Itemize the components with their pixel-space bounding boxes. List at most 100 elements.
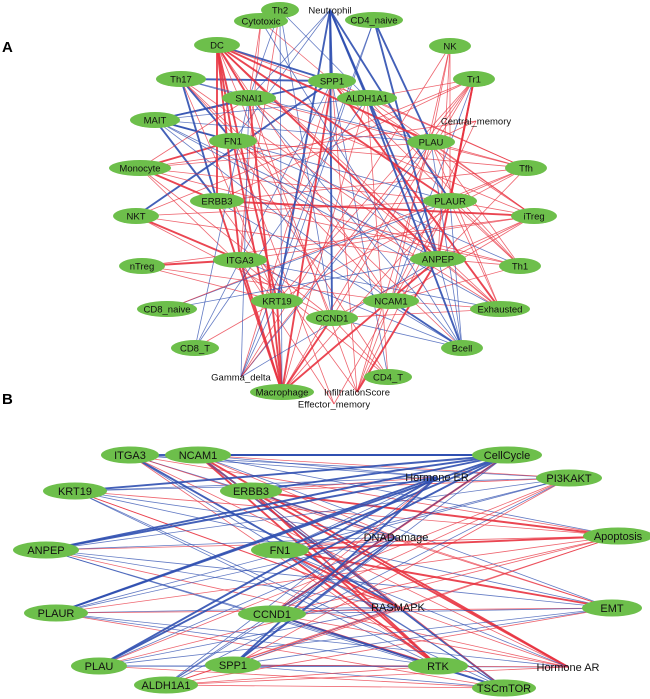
node-erbb3: ERBB3 <box>190 193 244 209</box>
edge-b-fn1-hormone-ar <box>279 549 569 668</box>
node-label: PLAU <box>85 661 114 673</box>
edge-b-itga3-apoptosis <box>129 454 619 537</box>
node-label: KRT19 <box>262 296 291 307</box>
node-ellipse <box>499 258 541 274</box>
edge-a-aldh1a1-mait <box>154 97 368 121</box>
edge-a-plau-mait <box>154 119 432 143</box>
edge-b-erbb3-cellcycle <box>250 454 508 492</box>
node-tscmtor: TSCmTOR <box>472 679 536 697</box>
node-ellipse <box>156 71 206 87</box>
node-label: ANPEP <box>422 254 454 265</box>
node-tr1: Tr1 <box>453 71 495 87</box>
edge-a-plau-gamma-delta <box>240 141 432 378</box>
node-label: SPP1 <box>320 76 344 87</box>
node-label: ALDH1A1 <box>142 680 191 692</box>
edge-a-plau-macrophage <box>281 141 432 393</box>
edge-a-snai1-cytotoxic <box>248 20 262 99</box>
node-itreg: iTreg <box>511 208 557 224</box>
node-label: KRT19 <box>58 486 92 498</box>
edge-b-erbb3-hormone-er <box>250 476 438 492</box>
node-ellipse <box>130 112 180 128</box>
edge-b-aldh1a1-pi3kakt <box>165 477 570 686</box>
node-macrophage: Macrophage <box>250 384 314 400</box>
node-label: NK <box>443 41 457 52</box>
node-effector-memory: Effector_memory <box>298 399 370 410</box>
edge-a-tfh-cd8-naive <box>166 167 527 310</box>
node-ellipse <box>536 469 602 487</box>
node-cd8-naive: CD8_naive <box>137 301 197 317</box>
node-label: NCAM1 <box>374 296 407 307</box>
edge-a-aldh1a1-itreg <box>366 97 535 217</box>
edge-a-plaur-exhausted <box>449 200 501 310</box>
edge-b-anpep-pi3kakt <box>45 477 570 551</box>
node-label: ALDH1A1 <box>346 93 388 104</box>
edge-b-anpep-rasmapk <box>45 549 399 608</box>
edge-a-plau-exhausted <box>430 141 501 310</box>
node-label: RASMAPK <box>371 602 425 614</box>
edge-b-fn1-tscmtor <box>279 549 505 689</box>
edge-a-krt19-cd4-naive <box>276 19 375 302</box>
node-hormone-ar: Hormone AR <box>537 662 600 674</box>
edge-b-spp1-emt <box>232 607 613 666</box>
node-krt19: KRT19 <box>251 293 303 309</box>
edge-a-aldh1a1-bcell <box>366 97 463 349</box>
node-pi3kakt: PI3KAKT <box>536 469 602 487</box>
edge-b-plaur-hormone-er <box>55 476 438 614</box>
edge-b-plau-cellcycle <box>98 454 508 667</box>
node-ellipse <box>364 369 412 385</box>
edge-b-ccnd1-pi3kakt <box>271 477 570 615</box>
edge-b-aldh1a1-hormone-er <box>165 476 438 686</box>
node-ellipse <box>470 301 530 317</box>
node-spp1: SPP1 <box>205 656 261 674</box>
edge-b-fn1-apoptosis <box>279 535 619 551</box>
edge-a-itga3-th2 <box>239 9 281 261</box>
node-cd4-t: CD4_T <box>364 369 412 385</box>
edge-a-plau-tr1 <box>430 78 475 143</box>
node-label: PI3KAKT <box>546 473 592 485</box>
node-ellipse <box>109 160 171 176</box>
node-anpep: ANPEP <box>13 541 79 559</box>
node-label: CD8_naive <box>144 304 191 315</box>
edge-b-spp1-dnadamage <box>232 536 397 666</box>
node-th17: Th17 <box>156 71 206 87</box>
edge-b-krt19-cellcycle <box>74 454 508 492</box>
panel-b-letter: B <box>2 391 13 408</box>
node-ellipse <box>251 293 303 309</box>
node-label: NKT <box>127 211 146 222</box>
edge-a-aldh1a1-cd4-t <box>366 97 389 378</box>
node-ellipse <box>119 258 165 274</box>
edge-a-fn1-macrophage <box>232 140 283 393</box>
edge-b-anpep-hormone-er <box>45 476 438 551</box>
edge-a-spp1-cytotoxic <box>260 20 333 82</box>
node-label: ERBB3 <box>201 196 232 207</box>
node-label: Th17 <box>170 74 192 85</box>
edge-a-ncam1-th1 <box>390 265 521 302</box>
node-label: Tr1 <box>467 74 481 85</box>
node-label: CCND1 <box>253 609 291 621</box>
node-cd4-naive: CD4_naive <box>345 12 403 28</box>
edge-a-anpep-nkt <box>135 215 439 260</box>
node-label: Hormone ER <box>405 472 469 484</box>
node-ellipse <box>101 446 159 464</box>
node-ellipse <box>71 657 127 675</box>
edge-b-plaur-tscmtor <box>55 612 505 689</box>
node-label: Exhausted <box>478 304 523 315</box>
node-ellipse <box>234 13 288 29</box>
edge-a-aldh1a1-th1 <box>366 97 521 267</box>
edge-b-krt19-emt <box>74 490 613 609</box>
edge-b-krt19-hormone-ar <box>74 490 569 668</box>
node-label: FN1 <box>224 136 242 147</box>
edge-a-itga3-macrophage <box>239 259 283 393</box>
node-ellipse <box>306 310 358 326</box>
edge-b-ccnd1-hormone-er <box>271 476 438 615</box>
node-ellipse <box>43 482 107 500</box>
node-cytotoxic: Cytotoxic <box>234 13 288 29</box>
edge-a-nk-gamma-delta <box>240 45 451 378</box>
edge-b-ccnd1-emt <box>271 607 613 615</box>
node-ellipse <box>472 679 536 697</box>
node-label: EMT <box>600 603 624 615</box>
edge-b-erbb3-dnadamage <box>250 490 397 538</box>
